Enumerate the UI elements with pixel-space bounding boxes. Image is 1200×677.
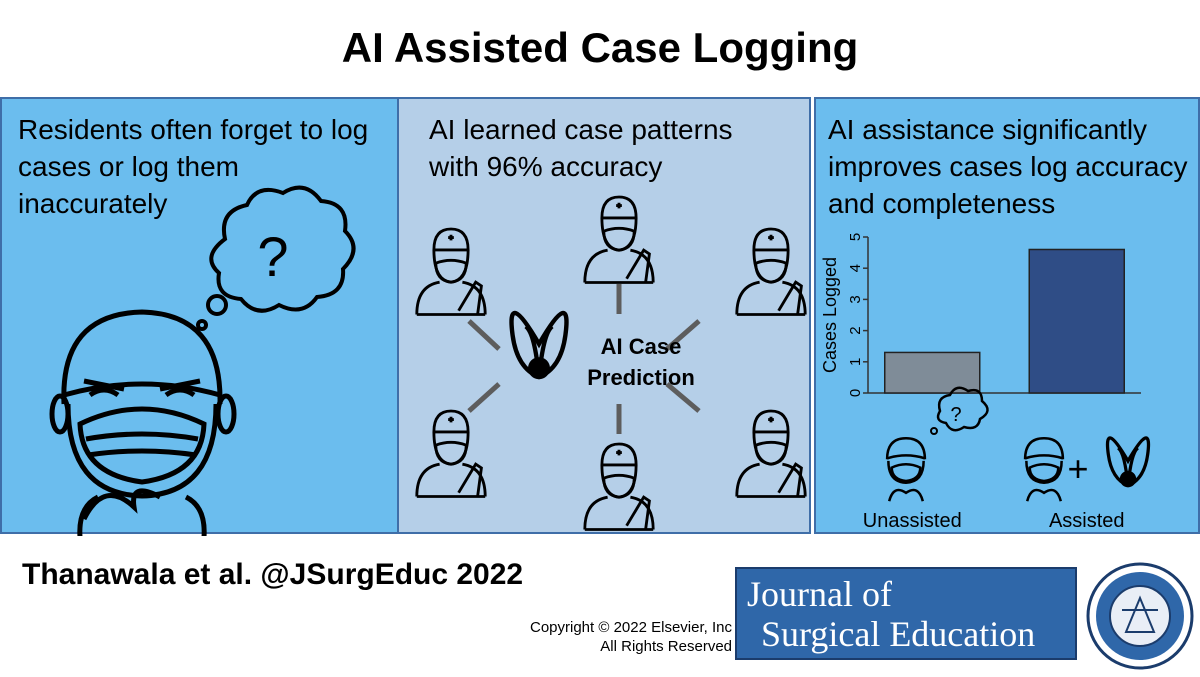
connector-line	[665, 319, 701, 351]
small-surgeon-icon	[1023, 436, 1065, 502]
ai-logo-icon	[509, 310, 569, 380]
category-label: Unassisted	[863, 510, 962, 532]
forgetful-resident-illustration: ?	[49, 185, 356, 536]
y-tick-label: 3	[847, 295, 864, 303]
y-tick-label: 1	[847, 358, 864, 366]
page-title: AI Assisted Case Logging	[341, 24, 859, 71]
small-thought-cloud-icon	[936, 386, 989, 432]
copyright-line-2: All Rights Reserved	[600, 638, 732, 655]
y-axis-label: Cases Logged	[820, 257, 840, 373]
journal-logo: Journal of Surgical Education	[735, 567, 1077, 660]
thought-cloud-icon	[196, 185, 356, 331]
small-surgeon-icon	[885, 436, 927, 502]
category-label: Assisted	[1049, 510, 1125, 532]
ai-center-label-line1: AI Case	[601, 334, 682, 359]
bar-assisted	[1028, 248, 1125, 394]
panel-middle-text: AI learned case patterns with 96% accura…	[429, 114, 733, 182]
y-tick-label: 0	[847, 389, 864, 397]
y-tick-label: 4	[847, 264, 864, 272]
small-ai-logo-icon	[1105, 436, 1151, 488]
surgeon-icon	[415, 409, 487, 498]
question-mark: ?	[257, 225, 288, 288]
bar-unassisted	[884, 351, 981, 394]
surgeon-icon	[583, 442, 655, 531]
surgeon-icon	[735, 409, 807, 498]
panel-left-text: Residents often forget to log cases or l…	[18, 114, 369, 219]
ai-center-label-line2: Prediction	[587, 365, 695, 390]
surgeon-icon	[49, 309, 237, 536]
journal-name-line-1: Journal of	[747, 574, 892, 614]
small-question-mark: ?	[950, 404, 961, 426]
surgeon-icon	[415, 227, 487, 316]
journal-name-line-2: Surgical Education	[761, 614, 1036, 654]
panel-residents-forget: ? Residents often forget to log cases or…	[0, 97, 399, 536]
surgeon-icon	[583, 195, 655, 284]
small-thought-dot	[930, 427, 938, 435]
association-seal-icon	[1086, 562, 1194, 670]
connector-line	[665, 382, 701, 413]
copyright-notice: Copyright © 2022 Elsevier, Inc All Right…	[470, 618, 732, 656]
plus-sign: +	[1067, 448, 1088, 489]
surgeon-icon	[735, 227, 807, 316]
y-tick-label: 5	[847, 233, 864, 241]
citation: Thanawala et al. @JSurgEduc 2022	[22, 558, 524, 591]
copyright-line-1: Copyright © 2022 Elsevier, Inc	[530, 619, 732, 636]
connector-line	[467, 382, 501, 413]
y-tick-label: 2	[847, 326, 864, 334]
connector-line	[467, 319, 501, 351]
panel-right-text: AI assistance significantly improves cas…	[828, 114, 1188, 219]
